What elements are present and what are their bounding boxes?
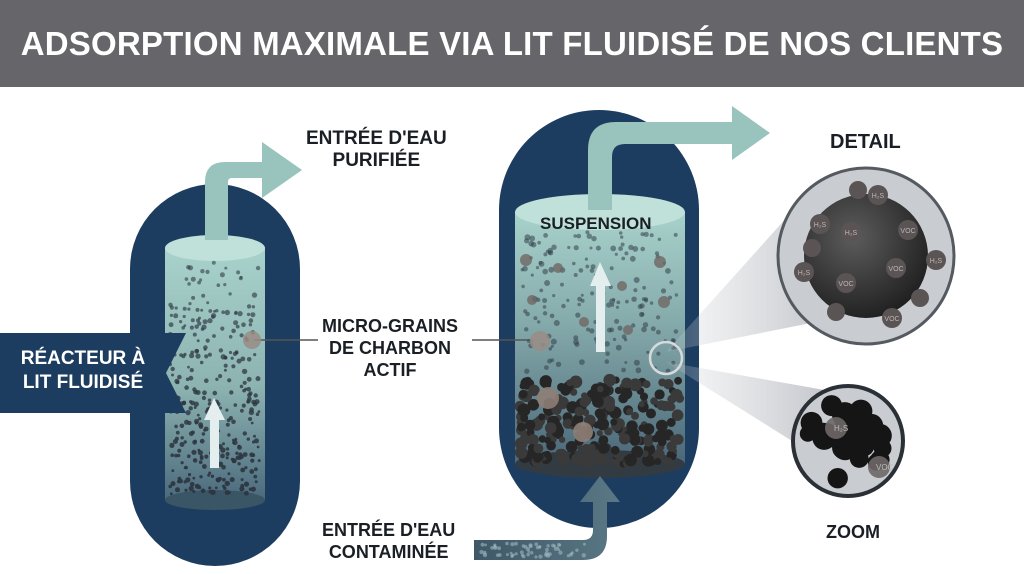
settled-carbon-bed xyxy=(514,373,685,470)
up-arrow-right xyxy=(590,262,611,352)
grains-label-line1: MICRO-GRAINS xyxy=(322,316,458,336)
reactor-tag: RÉACTEUR À LIT FLUIDISÉ xyxy=(0,333,186,413)
svg-text:VOC: VOC xyxy=(888,266,903,273)
svg-text:H₂S: H₂S xyxy=(798,270,811,277)
zoom-h2s-tag: H₂S xyxy=(834,424,848,433)
svg-text:H₂S: H₂S xyxy=(930,258,943,265)
liquid-surface-left xyxy=(165,235,265,261)
contaminant-particles xyxy=(479,541,586,559)
zoom-label: ZOOM xyxy=(826,522,880,542)
zoom-voc-tag: VOC xyxy=(876,463,894,472)
grains-label-line2: DE CHARBON xyxy=(328,337,451,358)
inlet-pipe-right xyxy=(474,476,620,560)
detail-label: DETAIL xyxy=(830,131,901,153)
svg-text:H₂S: H₂S xyxy=(845,230,858,237)
title-banner: ADSORPTION MAXIMALE VIA LIT FLUIDISÉ DE … xyxy=(0,0,1024,87)
svg-text:H₂S: H₂S xyxy=(814,222,827,229)
inlet-label-line1: ENTRÉE D'EAU xyxy=(322,520,456,540)
svg-text:VOC: VOC xyxy=(838,281,853,288)
magnifier-ring xyxy=(648,340,684,376)
reactor-label-line1: RÉACTEUR À xyxy=(20,348,146,369)
adsorbed-molecules: H₂S H₂S VOC H₂S VOC H₂S H₂S VOC VOC xyxy=(794,181,946,328)
outlet-label-line2: PURIFIÉE xyxy=(332,150,421,172)
outlet-label: ENTRÉE D'EAU PURIFIÉE xyxy=(306,128,447,173)
up-arrow-left xyxy=(204,398,225,468)
suspension-label: SUSPENSION xyxy=(540,214,652,233)
outlet-label-line1: ENTRÉE D'EAU xyxy=(306,128,447,149)
inlet-label: ENTRÉE D'EAU CONTAMINÉE xyxy=(322,520,455,563)
grains-label-line3: ACTIF xyxy=(363,359,417,380)
liquid-surface-right xyxy=(515,194,685,230)
svg-text:VOC: VOC xyxy=(900,228,915,235)
page-title: ADSORPTION MAXIMALE VIA LIT FLUIDISÉ DE … xyxy=(20,24,1004,62)
svg-text:H₂S: H₂S xyxy=(872,193,885,200)
outlet-pipe-right xyxy=(588,106,770,210)
outlet-pipe-left xyxy=(205,142,302,240)
fluidized-bed-diagram: H₂S H₂S VOC H₂S VOC H₂S H₂S VOC VOC H₂S VOC xyxy=(130,106,956,566)
grains-label: MICRO-GRAINS DE CHARBON ACTIF xyxy=(322,316,458,382)
svg-text:VOC: VOC xyxy=(884,316,899,323)
reactor-label-line2: LIT FLUIDISÉ xyxy=(22,371,144,393)
inlet-label-line2: CONTAMINÉE xyxy=(328,541,449,562)
zoom-grains xyxy=(799,395,892,489)
